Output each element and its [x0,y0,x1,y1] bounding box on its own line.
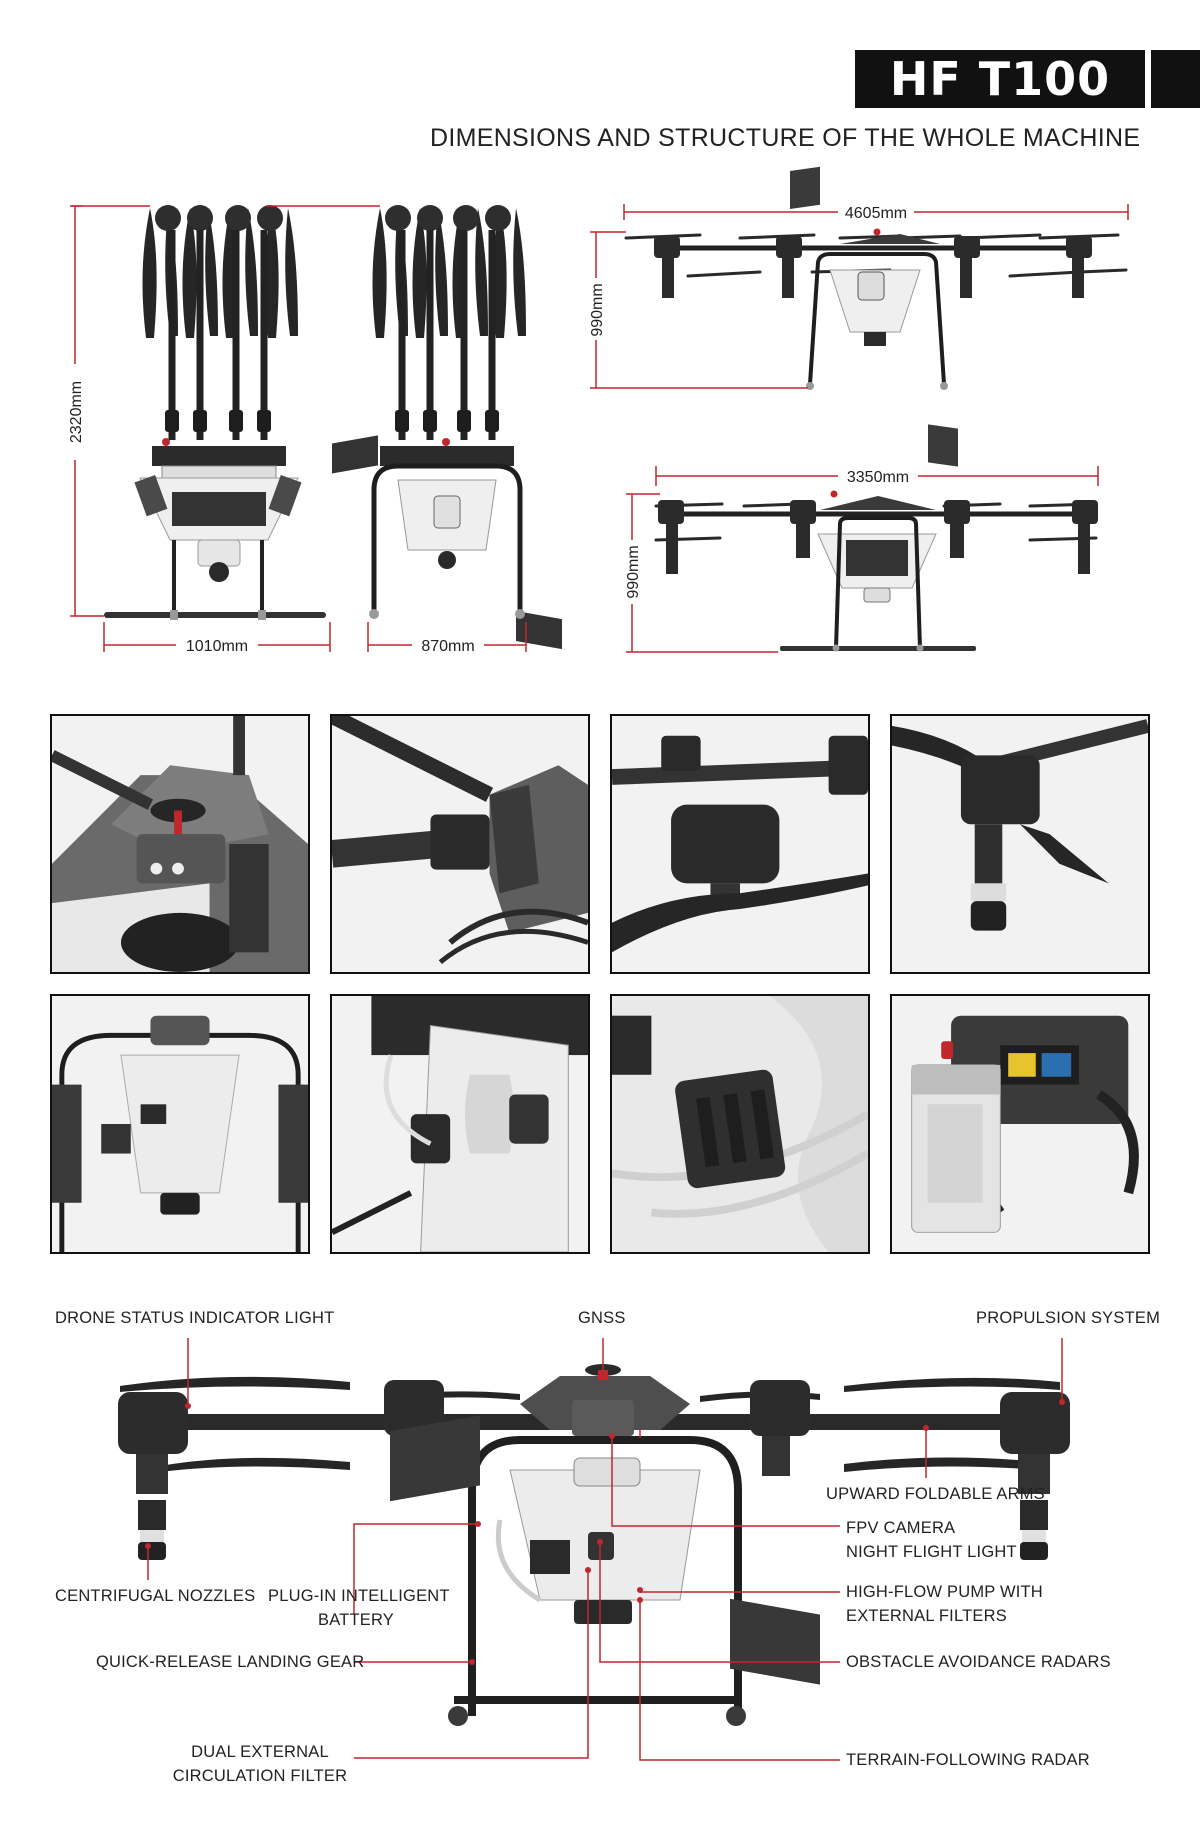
callout-fpv-camera: FPV CAMERA [846,1519,956,1537]
callout-status-light: DRONE STATUS INDICATOR LIGHT [55,1309,335,1327]
badge-gap [1145,50,1151,108]
dim-1010-label: 1010mm [186,638,248,655]
dim-870-label: 870mm [421,638,474,655]
dim-2320-label: 2320mm [68,381,85,443]
callout-pump-line2: EXTERNAL FILTERS [846,1607,1007,1625]
callout-pump-line1: HIGH-FLOW PUMP WITH [846,1583,1043,1601]
callout-battery-line2: BATTERY [318,1611,394,1629]
detail-motor-mount [610,714,870,974]
folded-front-view [72,205,326,620]
badge-tail-block [1151,50,1200,108]
dim-4605-label: 4605mm [845,205,907,222]
dim-990-lower-label: 990mm [625,545,642,598]
callout-filter-line2: CIRCULATION FILTER [172,1767,348,1785]
folded-side-view [266,205,562,650]
callout-foldable-arms: UPWARD FOLDABLE ARMS [826,1485,1045,1503]
dim-3350 [655,466,1099,486]
dim-990-lower [626,493,778,653]
detail-arm-connector [330,714,590,974]
callout-battery: PLUG-IN INTELLIGENT BATTERY [268,1584,450,1632]
callout-obstacle-radars: OBSTACLE AVOIDANCE RADARS [846,1653,1111,1671]
model-name: HF T100 [889,52,1111,106]
dim-990-upper-label: 990mm [589,283,606,336]
callout-landing-gear: QUICK-RELEASE LANDING GEAR [96,1653,365,1671]
dim-2320 [70,205,104,617]
callout-propulsion: PROPULSION SYSTEM [976,1309,1161,1327]
nozzle-right [1020,1500,1048,1560]
unfolded-arms-view [654,490,1098,652]
dim-990-upper [590,231,808,389]
dim-4605 [623,204,1129,220]
callout-night-light: NIGHT FLIGHT LIGHT [846,1543,1017,1561]
page-subtitle: DIMENSIONS AND STRUCTURE OF THE WHOLE MA… [430,124,1141,152]
dim-1010 [103,622,331,652]
callout-filter-line1: DUAL EXTERNAL [191,1743,329,1761]
callout-battery-line1: PLUG-IN INTELLIGENT [268,1587,450,1605]
unfolded-props-view [624,166,1128,467]
callout-filter: DUAL EXTERNAL CIRCULATION FILTER [172,1740,348,1788]
callout-pump: HIGH-FLOW PUMP WITH EXTERNAL FILTERS [846,1580,1043,1628]
nozzle-left [138,1500,166,1560]
detail-battery-charger [890,994,1150,1254]
model-badge: HF T100 [855,50,1145,108]
callout-gnss: GNSS [578,1309,626,1327]
dimension-drawings: 2320mm 1010mm 870mm [68,166,1129,655]
dim-870 [367,622,527,652]
detail-gnss-antenna [50,714,310,974]
callout-nozzles: CENTRIFUGAL NOZZLES [55,1587,256,1605]
leader-lines [147,1338,1063,1761]
detail-tank-front [50,994,310,1254]
dim-3350-label: 3350mm [847,469,909,486]
detail-filter [610,994,870,1254]
detail-centrifugal-nozzle [890,714,1150,974]
callout-terrain-radar: TERRAIN-FOLLOWING RADAR [846,1751,1090,1769]
detail-pump-side [330,994,590,1254]
